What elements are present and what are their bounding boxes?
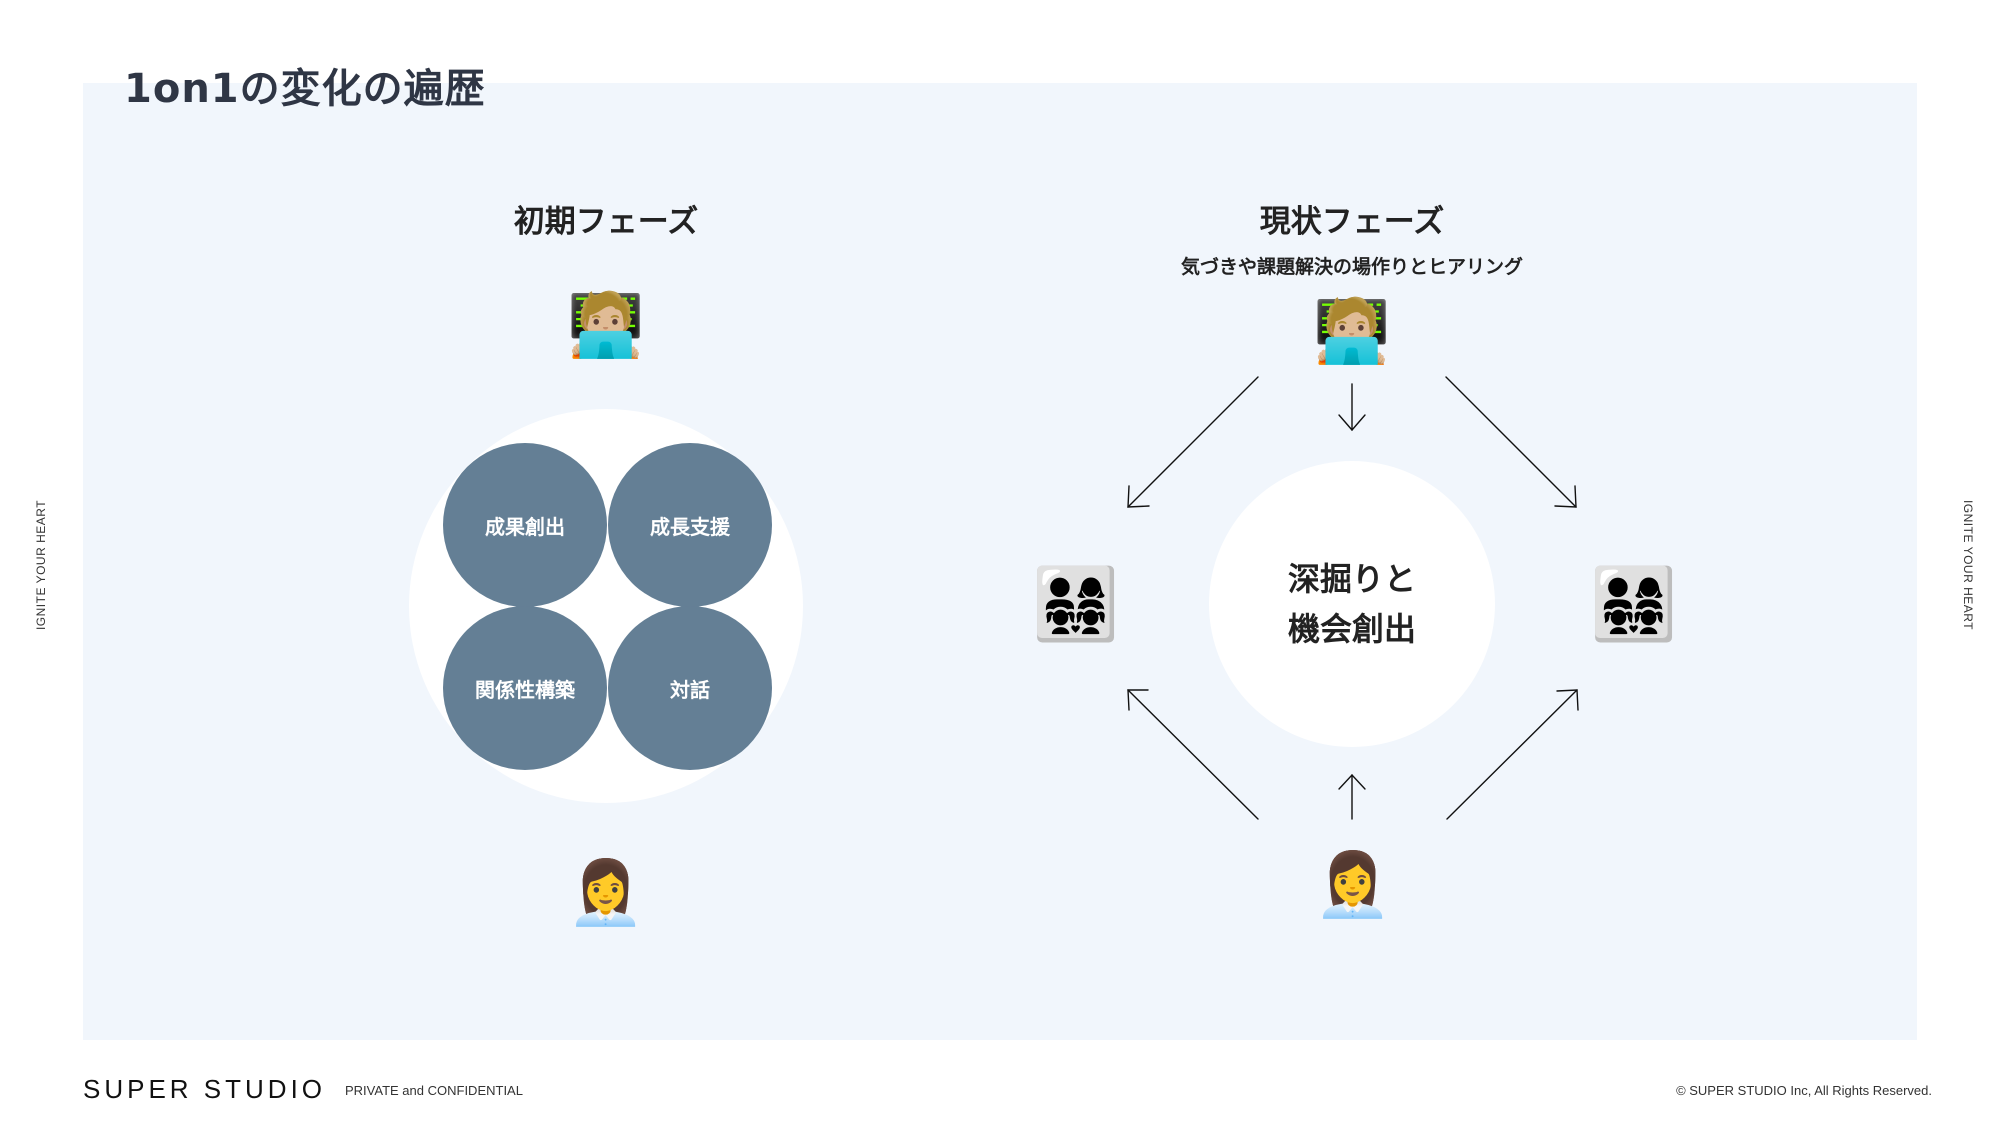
slide-title: 1on1の変化の遍歴 [124,66,486,112]
technologist-icon: 🧑🏼‍💻 [567,288,645,361]
current-phase-subheading: 気づきや課題解決の場作りとヒアリング [1180,256,1524,278]
office-worker-icon: 👩‍💼 [1314,848,1392,921]
family-icon-left: 👨‍👩‍👧‍👧 [1032,563,1120,645]
confidentiality-notice: PRIVATE and CONFIDENTIAL [345,1083,523,1098]
company-logo: SUPER STUDIO [83,1074,327,1104]
circle-dialogue: 対話 [608,606,772,770]
office-worker-icon: 👩‍💼 [567,856,645,929]
side-label-right: IGNITE YOUR HEART [1961,499,1975,631]
initial-phase-heading: 初期フェーズ [513,204,699,240]
technologist-icon: 🧑🏼‍💻 [1313,294,1391,367]
center-text-line2: 機会創出 [1287,610,1417,648]
circle-growth-support: 成長支援 [608,443,772,607]
circle-label: 成果創出 [485,514,565,539]
circle-label: 成長支援 [650,514,730,539]
side-label-left: IGNITE YOUR HEART [34,499,48,631]
copyright-notice: © SUPER STUDIO Inc, All Rights Reserved. [1676,1083,1932,1098]
current-phase-heading: 現状フェーズ [1259,204,1445,240]
circle-relationship-building: 関係性構築 [443,606,607,770]
circle-label: 対話 [670,677,710,702]
circle-label: 関係性構築 [475,677,575,702]
circle-outcome-creation: 成果創出 [443,443,607,607]
family-icon-right: 👨‍👩‍👧‍👧 [1590,563,1678,645]
center-text-line1: 深掘りと [1287,560,1417,598]
center-circle-text: 深掘りと 機会創出 [1288,554,1416,654]
content-panel [83,83,1917,1040]
